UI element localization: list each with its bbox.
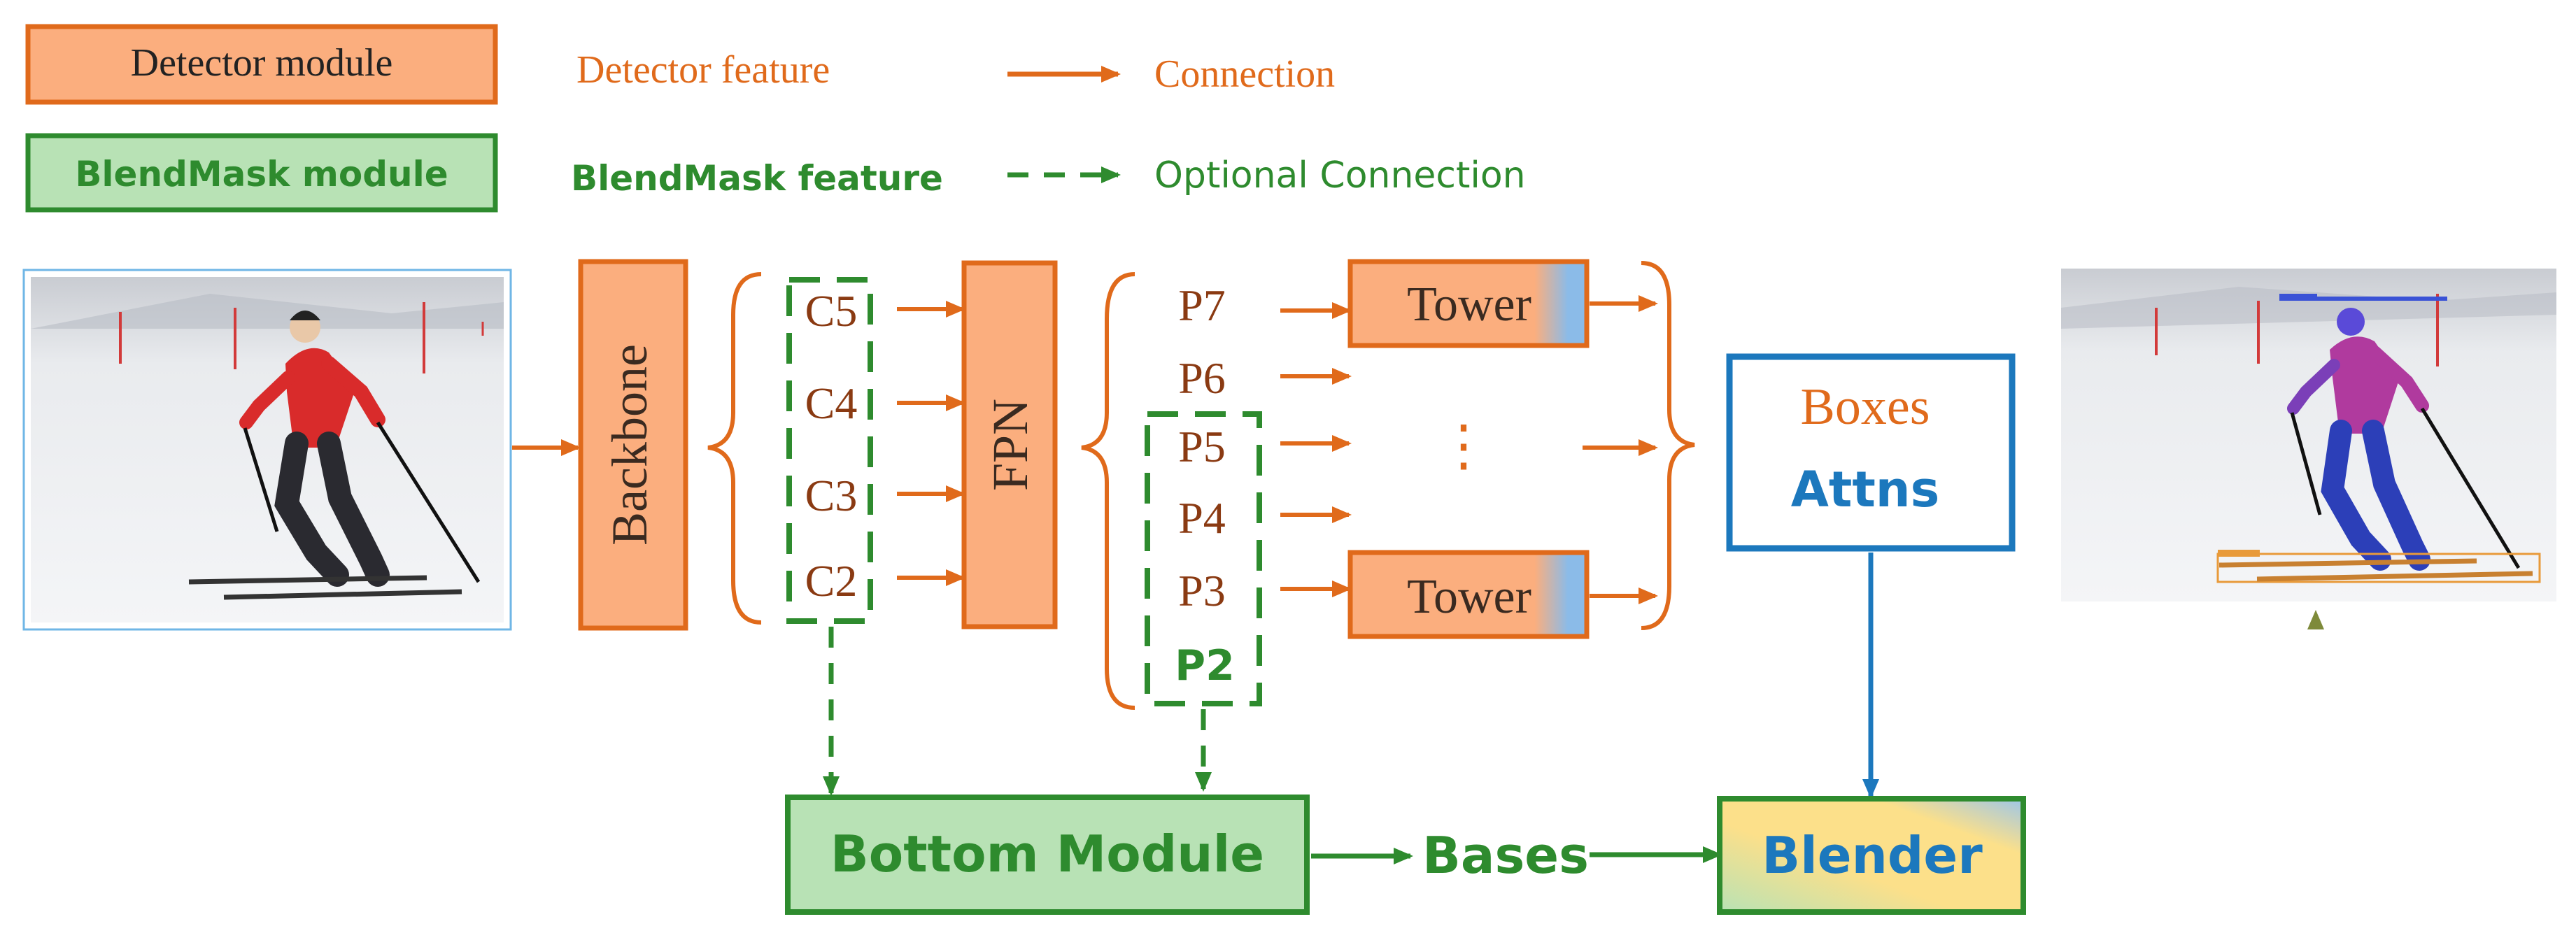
c5-label: C5 [805,286,858,336]
head-outputs-brace [1641,261,1695,630]
p-features-dashed-box [1145,411,1262,706]
skier-segmentation-photo-icon [2216,294,2541,583]
tower-top-label: Tower [1407,278,1531,332]
legend-blendmask-module-label: BlendMask module [75,154,448,194]
p5-label: P5 [1178,422,1226,471]
input-image [22,269,512,631]
attns-label: Attns [1791,461,1940,518]
output-image [2061,269,2556,601]
fpn-label: FPN [982,399,1038,491]
p6-label: P6 [1178,353,1226,403]
boxes-label: Boxes [1801,378,1930,436]
backbone-label: Backbone [602,344,658,546]
c-features: C5 C4 C3 C2 [805,286,858,606]
tower-to-brace-arrows [1583,295,1658,604]
boxes-attns-box [1726,353,2016,552]
p2-label: P2 [1175,641,1235,690]
tower-bottom-label: Tower [1407,570,1531,624]
legend-blendmask-feature-label: BlendMask feature [571,158,943,199]
bases-label: Bases [1422,826,1589,885]
p-features: P7 P6 P5 P4 P3 P2 [1175,280,1235,690]
legend-blendmask-module-swatch [25,133,498,213]
bottom-module-box [785,795,1310,915]
legend-detector-feature-label: Detector feature [576,48,830,92]
c3-label: C3 [805,471,858,520]
c4-label: C4 [805,378,858,428]
backbone-box [578,259,688,631]
c-features-dashed-box [786,277,873,624]
p7-label: P7 [1178,280,1226,330]
p-to-head-arrows [1280,302,1352,597]
legend-connection-label: Connection [1154,52,1335,96]
legend: Detector module BlendMask module Detecto… [25,24,1526,213]
legend-detector-module-label: Detector module [131,41,393,85]
fpn-box [961,260,1058,629]
skier-photo-icon [188,311,481,600]
blender-label: Blender [1762,826,1983,885]
bottom-module-label: Bottom Module [830,825,1264,883]
blender-box [1717,796,2026,915]
p-features-brace [1081,272,1135,710]
tower-top-box [1347,259,1590,348]
c-to-fpn-arrows [897,301,965,586]
tower-bottom-box [1347,550,1590,639]
legend-detector-module-swatch [25,24,498,105]
legend-optional-connection-label: Optional Connection [1154,155,1526,197]
p3-label: P3 [1178,566,1226,615]
tower-ellipsis: ⋮ [1436,415,1492,477]
c2-label: C2 [805,556,858,606]
p4-label: P4 [1178,493,1226,543]
c-features-brace [707,272,762,625]
